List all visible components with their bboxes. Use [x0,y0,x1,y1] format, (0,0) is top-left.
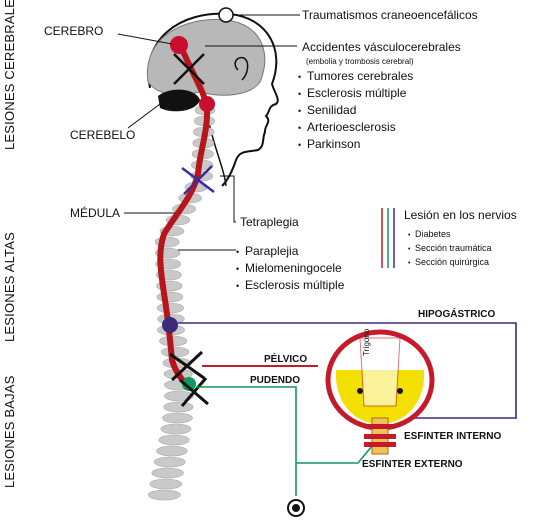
vertebra [157,303,183,313]
side-label-altas: LESIONES ALTAS [2,232,17,342]
vertebra [150,479,182,489]
pudendo-label: PUDENDO [250,374,300,388]
external-sphincter-lower [364,442,396,447]
upper-cause-item: Paraplejia [236,243,344,260]
brain-shape [147,20,264,96]
cause-stroke-note: (embolia y trombosis cerebral) [306,55,414,69]
upper-cause-item: Mielomeningocele [236,260,344,277]
vertebra [148,490,180,500]
cause-trauma: Traumatismos craneoencefálicos [302,8,478,22]
cause-item: Arterioesclerosis [298,119,413,136]
vertebra [159,435,190,445]
trigono-label: Trígono [360,329,374,356]
upper-causes-list: Paraplejia Mielomeningocele Esclerosis m… [236,243,344,294]
medula-label: MÉDULA [70,206,120,220]
cerebrum-dot [170,36,188,54]
external-sphincter-upper [364,434,396,439]
cause-item: Tumores cerebrales [298,68,413,85]
cause-tetraplegia: Tetraplegia [240,215,299,229]
cause-item: Parkinson [298,136,413,153]
nerve-lesion-title: Lesión en los nervios [404,208,517,222]
vertebra [161,347,189,357]
vertebra [154,457,185,467]
vertebra [163,413,193,423]
esfinter-interno-label: ESFINTER INTERNO [404,430,501,444]
cerebro-label: CEREBRO [44,24,103,38]
ureter-orifice-right [397,388,403,394]
vertebra [161,424,191,434]
cause-item: Senilidad [298,102,413,119]
pudendal-nerve-path [196,387,296,496]
vertebra [152,468,184,478]
vertebral-column [148,105,215,500]
cause-stroke: Accidentes vásculocerebrales [302,40,461,54]
nerve-lesion-item: Sección traumática [408,242,492,256]
nerve-lesion-item: Sección quirúrgica [408,256,492,270]
nerve-lesion-key-lines [382,208,394,268]
side-label-cerebral: LESIONES CEREBRALES [2,0,17,150]
side-label-bajas: LESIONES BAJAS [2,375,17,488]
cause-item: Esclerosis múltiple [298,85,413,102]
vertebra [157,292,183,302]
vertebra [164,402,193,412]
vertebra [157,446,188,456]
perineum-target-center [292,504,300,512]
esfinter-externo-label: ESFINTER EXTERNO [362,458,463,472]
external-sphincter-connector [296,446,372,463]
hipogastrico-label: HIPOGÁSTRICO [418,308,495,322]
trauma-marker-circle [219,8,233,22]
nerve-lesion-item: Diabetes [408,228,492,242]
cerebral-causes-list: Tumores cerebrales Esclerosis múltiple S… [298,68,413,153]
ureter-orifice-left [357,388,363,394]
pelvico-label: PÉLVICO [264,353,307,367]
nerve-lesion-list: Diabetes Sección traumática Sección quir… [408,228,492,270]
upper-cause-item: Esclerosis múltiple [236,277,344,294]
hypogastric-origin-dot [162,317,178,333]
internal-sphincter [366,424,394,429]
cerebelo-label: CEREBELO [70,128,135,142]
brainstem-dot [199,96,215,112]
